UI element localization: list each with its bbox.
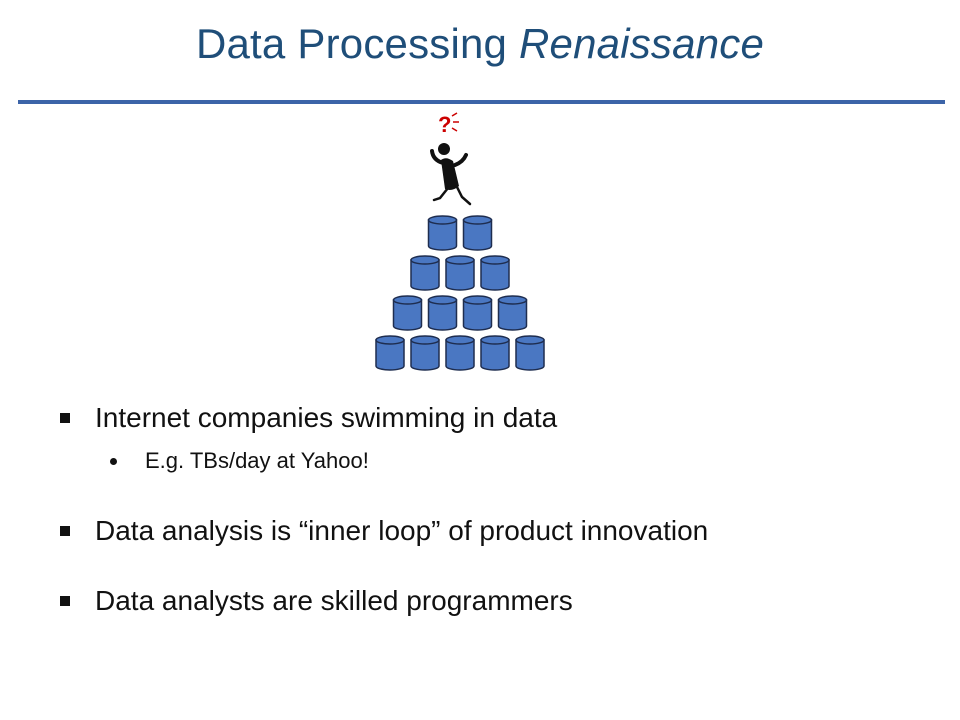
square-bullet-icon <box>60 596 70 606</box>
database-pyramid <box>375 215 545 371</box>
bullet-text: Data analysts are skilled programmers <box>95 585 573 616</box>
bullet-item: Data analysis is “inner loop” of product… <box>60 511 940 551</box>
title-underline-rule <box>18 100 945 104</box>
figure-legs <box>432 185 472 206</box>
database-cylinder-icon <box>445 335 475 371</box>
round-bullet-icon <box>110 458 117 465</box>
sub-bullet-text: E.g. TBs/day at Yahoo! <box>145 448 369 473</box>
database-cylinder-icon <box>427 215 458 251</box>
database-cylinder-icon <box>497 295 528 331</box>
database-cylinder-icon <box>445 255 475 291</box>
sub-bullet-item: E.g. TBs/day at Yahoo! <box>60 446 940 476</box>
bullet-text: Data analysis is “inner loop” of product… <box>95 515 709 546</box>
database-cylinder-icon <box>410 335 440 371</box>
database-cylinder-icon <box>375 335 405 371</box>
bullet-text: Internet companies swimming in data <box>95 402 558 433</box>
figure-arms <box>430 149 468 167</box>
square-bullet-icon <box>60 413 70 423</box>
database-cylinder-icon <box>515 335 545 371</box>
database-pyramid-illustration: ? <box>375 112 545 371</box>
database-cylinder-icon <box>392 295 423 331</box>
database-cylinder-icon <box>480 255 510 291</box>
database-cylinder-icon <box>410 255 440 291</box>
figure-body <box>441 158 459 190</box>
square-bullet-icon <box>60 526 70 536</box>
figure-head <box>438 143 450 155</box>
database-cylinder-icon <box>462 215 493 251</box>
confused-figure-icon: ? <box>430 112 472 206</box>
database-cylinder-icon <box>462 295 493 331</box>
exclaim-lines <box>451 112 459 132</box>
bullet-item: Internet companies swimming in data <box>60 398 940 438</box>
bullet-item: Data analysts are skilled programmers <box>60 581 940 621</box>
database-cylinder-icon <box>480 335 510 371</box>
title-italic: Renaissance <box>519 20 765 67</box>
title-main: Data Processing <box>195 20 508 67</box>
slide-title: Data Processing Renaissance <box>0 20 960 68</box>
database-cylinder-icon <box>427 295 458 331</box>
bullet-list: Internet companies swimming in data E.g.… <box>60 398 940 621</box>
question-mark: ? <box>438 112 451 137</box>
